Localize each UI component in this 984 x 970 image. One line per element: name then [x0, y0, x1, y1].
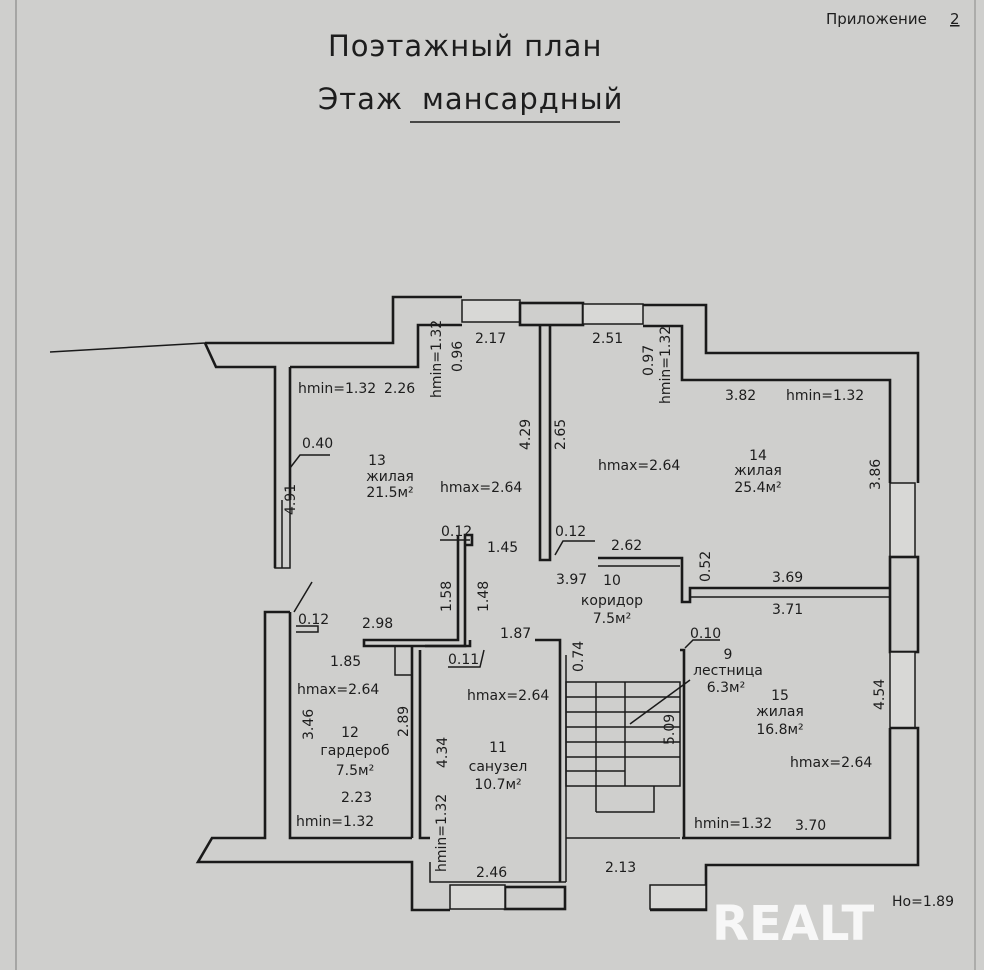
dim: 4.34 [435, 737, 451, 768]
svg-text:жилая: жилая [734, 463, 782, 479]
svg-text:12: 12 [341, 725, 359, 741]
staircase [565, 679, 691, 813]
dim: 0.97 [641, 345, 657, 376]
svg-text:13: 13 [368, 453, 386, 469]
dim: 2.62 [611, 538, 642, 554]
dim: 0.12 [555, 524, 586, 540]
room-12: 12 гардероб 7.5м² [320, 725, 389, 779]
svg-text:санузел: санузел [469, 759, 528, 775]
dim: hmin=1.32 [658, 326, 674, 404]
dim: 0.40 [302, 436, 333, 452]
svg-text:14: 14 [749, 448, 767, 464]
room-11: 11 санузел 10.7м² [469, 740, 528, 793]
dimension-labels: hmin=1.32 2.26 hmin=1.32 0.96 2.17 2.51 … [283, 320, 888, 881]
walls [49, 295, 920, 912]
appendix-label: Приложение [826, 10, 927, 28]
dim: 2.23 [341, 790, 372, 806]
ceiling-height-note: Ho=1.89 [892, 894, 954, 910]
watermark-logo: REALT [712, 896, 875, 952]
svg-text:25.4м²: 25.4м² [734, 480, 781, 496]
dim: 3.71 [772, 602, 803, 618]
svg-text:жилая: жилая [756, 704, 804, 720]
dim: 2.17 [475, 331, 506, 347]
dim: 3.46 [301, 709, 317, 740]
svg-text:15: 15 [771, 688, 789, 704]
dim: hmin=1.32 [429, 320, 445, 398]
svg-text:7.5м²: 7.5м² [593, 611, 631, 627]
svg-text:7.5м²: 7.5м² [336, 763, 374, 779]
svg-text:жилая: жилая [366, 469, 414, 485]
dim: 4.54 [872, 679, 888, 710]
svg-text:9: 9 [724, 647, 733, 663]
dim: 4.91 [283, 484, 299, 515]
dim: 1.48 [476, 581, 492, 612]
floor-prefix: Этаж [318, 82, 403, 116]
dim: 1.85 [330, 654, 361, 670]
dim: 0.96 [450, 341, 466, 372]
appendix-number: 2 [950, 10, 960, 28]
dim: 2.98 [362, 616, 393, 632]
dim: 0.52 [698, 551, 714, 582]
dim: 3.69 [772, 570, 803, 586]
svg-text:10: 10 [603, 573, 621, 589]
dim: hmin=1.32 [298, 381, 376, 397]
dim: 3.86 [868, 459, 884, 490]
svg-text:гардероб: гардероб [320, 743, 389, 759]
svg-text:21.5м²: 21.5м² [366, 485, 413, 501]
dim: 1.45 [487, 540, 518, 556]
dim: hmin=1.32 [434, 794, 450, 872]
dim: 2.46 [476, 865, 507, 881]
svg-text:лестница: лестница [693, 663, 763, 679]
dim: 0.12 [298, 612, 329, 628]
dim: 5.09 [662, 714, 678, 745]
dim: 2.26 [384, 381, 415, 397]
dim: 3.70 [795, 818, 826, 834]
dim: hmin=1.32 [694, 816, 772, 832]
room-10: 10 коридор 7.5м² [581, 573, 643, 627]
svg-text:11: 11 [489, 740, 507, 756]
dim: 4.29 [518, 419, 534, 450]
dim: 0.10 [690, 626, 721, 642]
dim: hmax=2.64 [598, 458, 680, 474]
dim: 3.82 [725, 388, 756, 404]
dim: 1.58 [439, 581, 455, 612]
dim: 1.87 [500, 626, 531, 642]
svg-text:коридор: коридор [581, 593, 643, 609]
dim: 0.11 [448, 652, 479, 668]
svg-text:10.7м²: 10.7м² [474, 777, 521, 793]
dim: 2.89 [396, 706, 412, 737]
dim: 2.51 [592, 331, 623, 347]
dim: hmin=1.32 [786, 388, 864, 404]
dim: hmax=2.64 [467, 688, 549, 704]
dim: 2.13 [605, 860, 636, 876]
dim: 2.65 [553, 419, 569, 450]
dim: hmax=2.64 [790, 755, 872, 771]
dim: 3.97 [556, 572, 587, 588]
dim: hmax=2.64 [297, 682, 379, 698]
floor-name: мансардный [422, 82, 624, 116]
plan-title: Поэтажный план [328, 29, 602, 63]
svg-text:6.3м²: 6.3м² [707, 680, 745, 696]
dim: hmax=2.64 [440, 480, 522, 496]
dim: hmin=1.32 [296, 814, 374, 830]
dim: 0.74 [571, 641, 587, 672]
svg-text:16.8м²: 16.8м² [756, 722, 803, 738]
dim: 0.12 [441, 524, 472, 540]
